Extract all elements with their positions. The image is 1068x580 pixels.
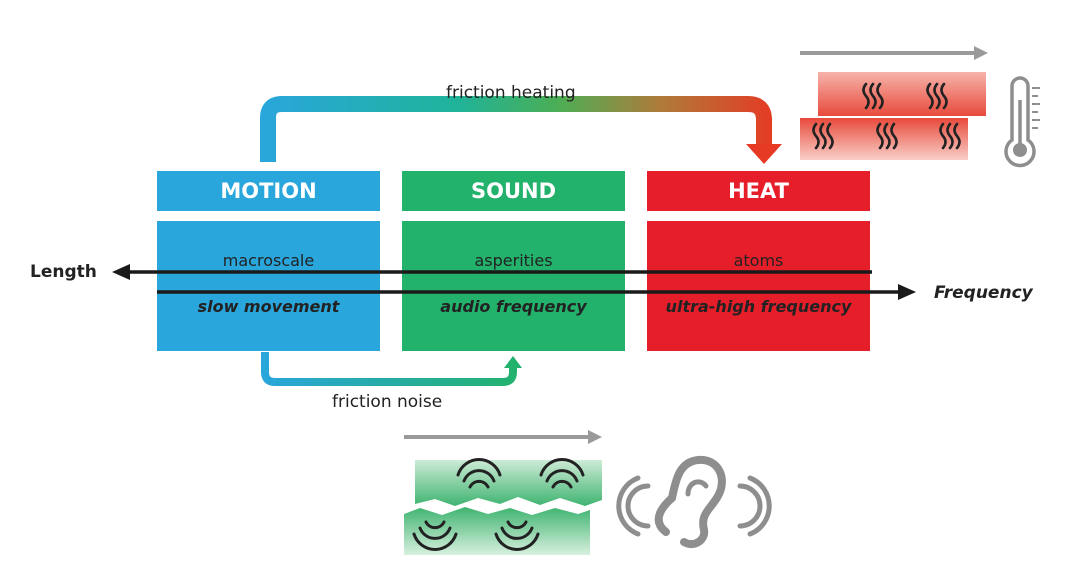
heat-scale: atoms (733, 251, 784, 270)
friction-noise-arrow (261, 352, 522, 386)
friction-noise-label: friction noise (332, 392, 443, 412)
heat-illustration (800, 46, 1040, 168)
friction-heating-arrow (260, 96, 782, 164)
motion-frequency: slow movement (197, 297, 340, 316)
thermometer-icon (1004, 76, 1040, 168)
sound-wave-icon (412, 458, 585, 551)
sound-box-title: SOUND (402, 171, 625, 211)
sound-box: asperities audio frequency (402, 221, 625, 351)
friction-heating-label: friction heating (446, 83, 576, 103)
heat-box-title: HEAT (647, 171, 870, 211)
motion-box-title: MOTION (157, 171, 380, 211)
length-axis-label: Length (30, 262, 97, 282)
motion-scale: macroscale (222, 251, 315, 270)
motion-box: macroscale slow movement (157, 221, 380, 351)
sound-frequency: audio frequency (440, 297, 587, 316)
heat-box: atoms ultra-high frequency (647, 221, 870, 351)
sound-illustration (404, 430, 772, 555)
frequency-axis-label: Frequency (934, 283, 1033, 303)
heat-wave-icon (812, 82, 961, 150)
sound-scale: asperities (474, 251, 553, 270)
ear-icon (616, 455, 772, 549)
heat-frequency: ultra-high frequency (665, 297, 852, 316)
